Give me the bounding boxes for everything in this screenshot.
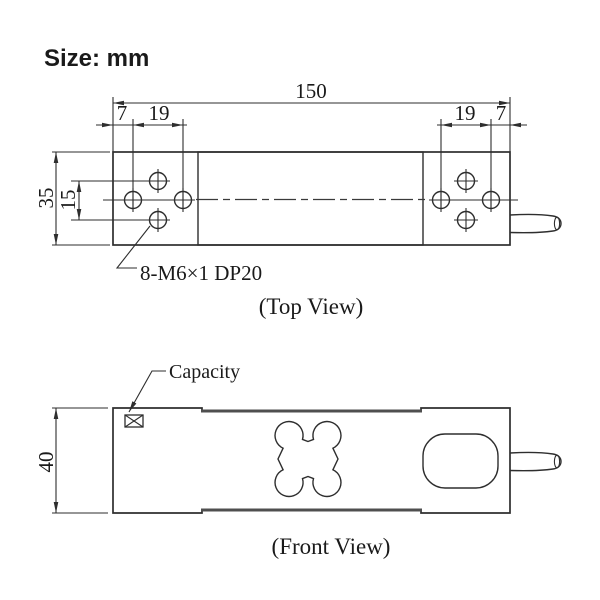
front-view-body-left (112, 407, 203, 514)
front-view-body-right (420, 407, 511, 514)
dim-text-body-height: 40 (34, 452, 58, 473)
top-view: 150 7 19 19 7 35 15 8-M6×1 DP20 (Top Vie… (34, 79, 562, 319)
top-view-dimension-lines (53, 100, 527, 245)
cable-end-cap (553, 216, 561, 231)
cable-top-view (509, 213, 562, 234)
dim-text-right-edge-to-hole: 7 (496, 101, 507, 125)
dim-text-overall-length: 150 (295, 79, 327, 103)
capacity-leader (128, 370, 166, 413)
gauge-pocket (422, 433, 499, 489)
cable-front-view (509, 451, 562, 472)
dim-text-hole-row-spacing: 15 (56, 190, 80, 211)
top-view-extension-lines (52, 97, 511, 246)
front-view: Capacity 40 (Front View) (34, 361, 562, 559)
hole (146, 169, 170, 193)
front-view-extension-lines (52, 407, 108, 514)
hole (146, 208, 170, 232)
front-view-caption: (Front View) (272, 534, 391, 559)
hole (454, 169, 478, 193)
dim-text-right-hole-spacing: 19 (455, 101, 476, 125)
capacity-plate (124, 414, 144, 428)
top-view-center-section (197, 151, 424, 246)
thread-note-leader (115, 225, 151, 269)
dim-text-left-edge-to-hole: 7 (117, 101, 128, 125)
thread-note: 8-M6×1 DP20 (140, 261, 262, 285)
dim-text-left-hole-spacing: 19 (149, 101, 170, 125)
cable-end-cap (553, 454, 561, 469)
hole (454, 208, 478, 232)
capacity-label: Capacity (169, 361, 240, 383)
size-units-label: Size: mm (44, 45, 149, 72)
dim-text-body-width: 35 (34, 188, 58, 209)
flexure-cutout (274, 420, 342, 498)
top-view-caption: (Top View) (259, 294, 364, 319)
top-view-body-outline (112, 151, 511, 246)
